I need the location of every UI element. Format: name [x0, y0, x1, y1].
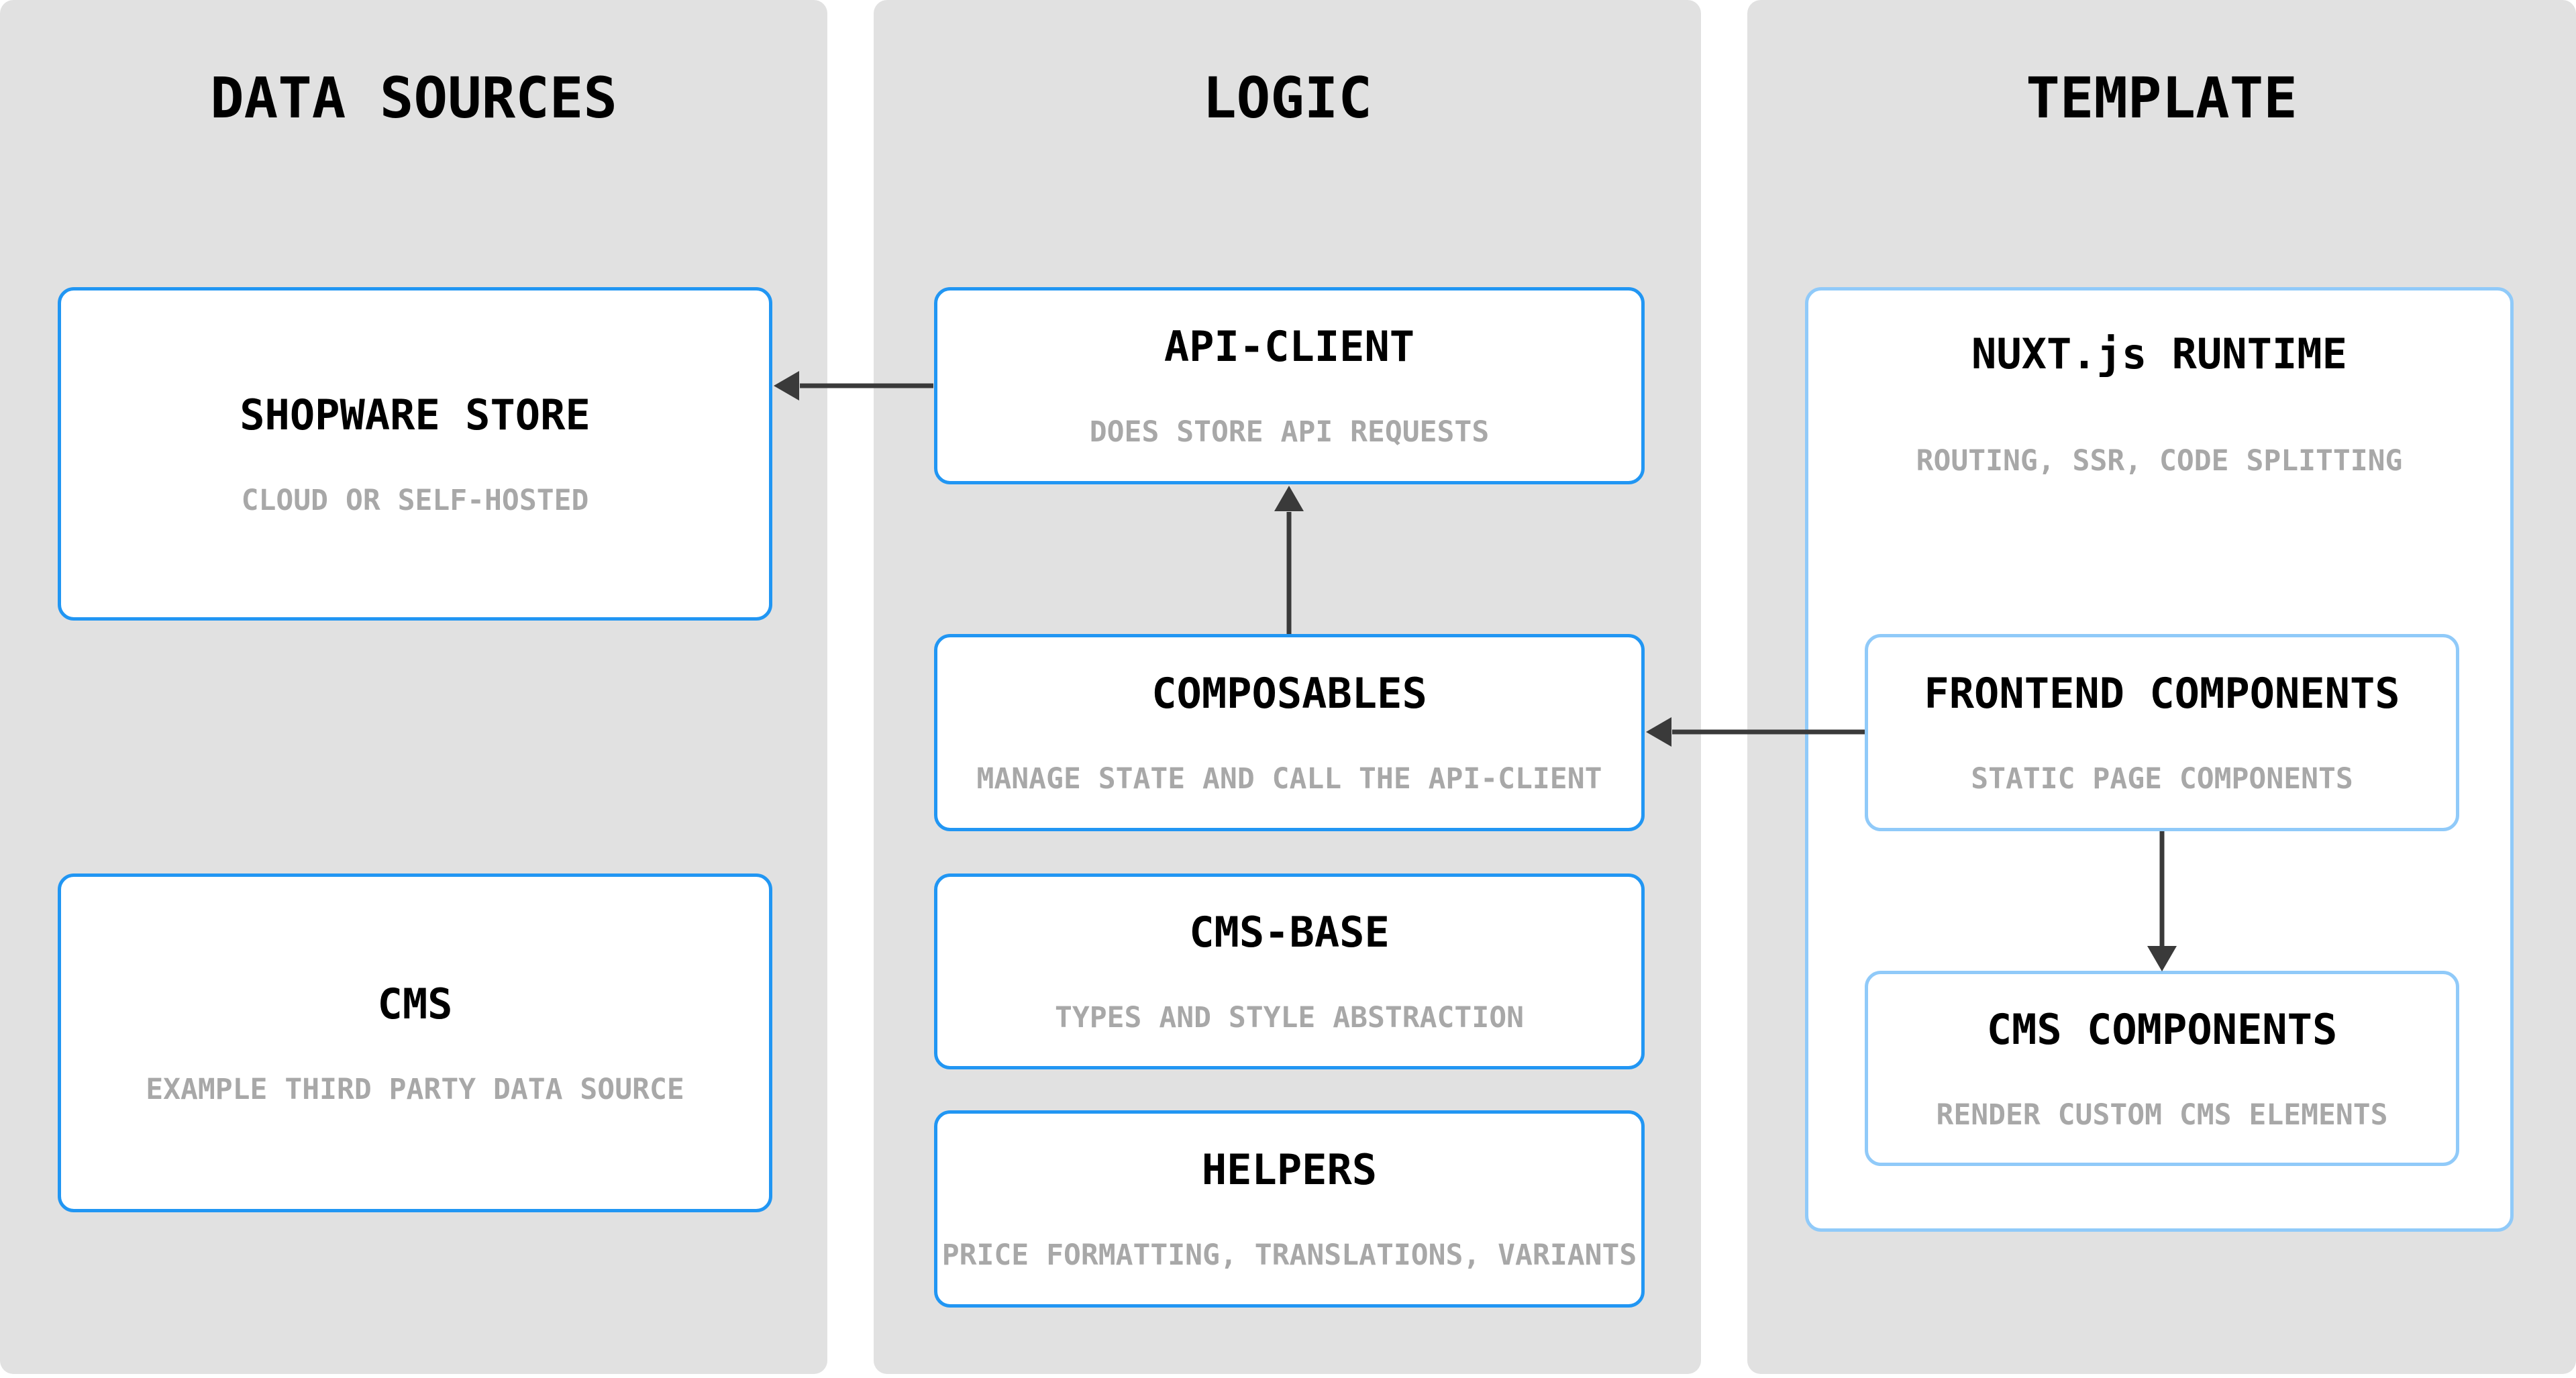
node-subtitle: TYPES AND STYLE ABSTRACTION — [1055, 1001, 1524, 1035]
node-cms: CMS EXAMPLE THIRD PARTY DATA SOURCE — [58, 873, 772, 1212]
node-helpers: HELPERS PRICE FORMATTING, TRANSLATIONS, … — [934, 1110, 1645, 1308]
node-cms-components: CMS COMPONENTS RENDER CUSTOM CMS ELEMENT… — [1865, 971, 2459, 1166]
column-title-data-sources: DATA SOURCES — [210, 65, 617, 131]
node-subtitle: CLOUD OR SELF-HOSTED — [241, 483, 589, 517]
node-frontend-components: FRONTEND COMPONENTS STATIC PAGE COMPONEN… — [1865, 634, 2459, 831]
node-subtitle: EXAMPLE THIRD PARTY DATA SOURCE — [146, 1072, 684, 1106]
node-subtitle: PRICE FORMATTING, TRANSLATIONS, VARIANTS — [941, 1238, 1637, 1272]
node-cms-base: CMS-BASE TYPES AND STYLE ABSTRACTION — [934, 873, 1645, 1069]
column-data-sources: DATA SOURCES SHOPWARE STORE CLOUD OR SEL… — [0, 0, 827, 1374]
column-title-template: TEMPLATE — [2026, 65, 2298, 131]
node-title: CMS COMPONENTS — [1986, 1004, 2338, 1054]
node-subtitle: DOES STORE API REQUESTS — [1089, 415, 1490, 449]
node-title: COMPOSABLES — [1151, 669, 1427, 718]
node-title: NUXT.js RUNTIME — [1971, 329, 2347, 378]
node-subtitle: MANAGE STATE AND CALL THE API-CLIENT — [976, 762, 1602, 796]
node-subtitle: ROUTING, SSR, CODE SPLITTING — [1916, 444, 2403, 478]
node-subtitle: RENDER CUSTOM CMS ELEMENTS — [1936, 1098, 2388, 1132]
node-title: CMS-BASE — [1189, 908, 1390, 957]
node-title: FRONTEND COMPONENTS — [1924, 669, 2400, 718]
node-title: SHOPWARE STORE — [240, 390, 590, 439]
node-subtitle: STATIC PAGE COMPONENTS — [1971, 762, 2353, 796]
node-title: HELPERS — [1201, 1145, 1378, 1194]
column-template: TEMPLATE NUXT.js RUNTIME ROUTING, SSR, C… — [1747, 0, 2576, 1374]
node-api-client: API-CLIENT DOES STORE API REQUESTS — [934, 287, 1645, 484]
node-title: CMS — [377, 979, 453, 1028]
node-shopware-store: SHOPWARE STORE CLOUD OR SELF-HOSTED — [58, 287, 772, 621]
column-logic: LOGIC API-CLIENT DOES STORE API REQUESTS… — [874, 0, 1701, 1374]
node-nuxt-runtime: NUXT.js RUNTIME ROUTING, SSR, CODE SPLIT… — [1805, 287, 2514, 1232]
node-title: API-CLIENT — [1164, 322, 1415, 371]
column-title-logic: LOGIC — [1202, 65, 1372, 131]
node-composables: COMPOSABLES MANAGE STATE AND CALL THE AP… — [934, 634, 1645, 831]
